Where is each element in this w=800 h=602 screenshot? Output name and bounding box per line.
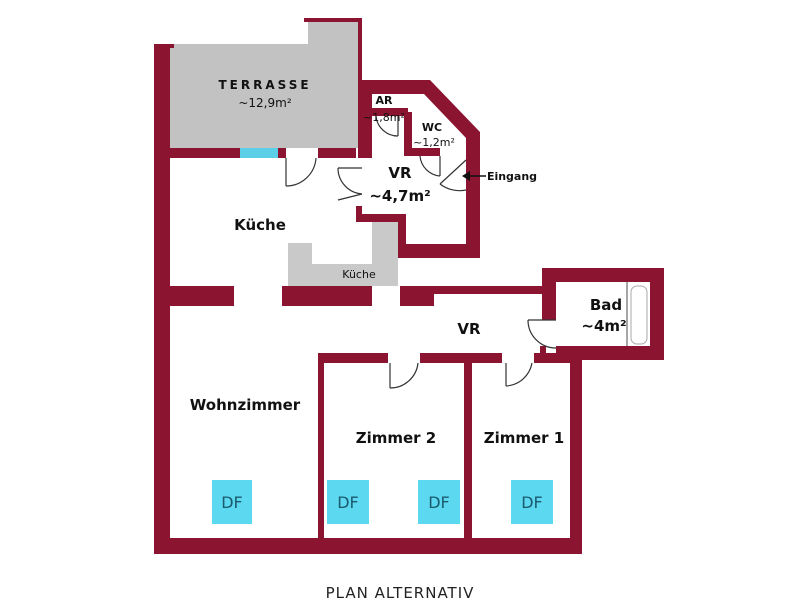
- wall-vr-bottom: [356, 214, 402, 222]
- label-vr-hall: VR: [457, 320, 481, 338]
- wall-mid-right: [400, 286, 434, 306]
- wall-ar-divider: [372, 108, 408, 116]
- skylight-zimmer1: DF: [511, 480, 553, 524]
- label-zimmer2: Zimmer 2: [356, 429, 437, 447]
- label-bad: Bad: [590, 296, 622, 314]
- svg-text:DF: DF: [221, 493, 243, 512]
- label-eingang: Eingang: [487, 170, 537, 183]
- area-wc: ~1,2m²: [413, 136, 455, 149]
- wall-kitchen-top-right: [318, 148, 356, 158]
- entrance-arrow-icon: [462, 171, 486, 181]
- label-wc: WC: [422, 121, 442, 134]
- area-bad: ~4m²: [581, 317, 626, 335]
- svg-text:DF: DF: [428, 493, 450, 512]
- wall-terrace-top-right: [304, 18, 362, 22]
- area-terrasse: ~12,9m²: [238, 96, 291, 110]
- wall-vr-bottom-right: [398, 214, 406, 258]
- wall-mid-center: [282, 286, 372, 306]
- label-kueche: Küche: [234, 216, 286, 234]
- window: [240, 148, 278, 158]
- wall-bad: [542, 268, 664, 360]
- skylight-wohnzimmer: DF: [212, 480, 252, 524]
- kitchen-counter: [288, 217, 398, 286]
- door-ar: [375, 115, 399, 137]
- door-bad: [527, 319, 557, 349]
- door-zimmer1: [505, 362, 533, 387]
- door-wc: [419, 155, 441, 177]
- wall-kitchen-top-left: [154, 148, 240, 158]
- wall-rooms-top-left: [318, 353, 388, 363]
- label-terrasse: TERRASSE: [218, 78, 311, 92]
- wall-wohn-zimmer2: [318, 353, 324, 543]
- wall-rooms-top-mid: [420, 353, 502, 363]
- wall-terrace-top: [154, 44, 174, 48]
- doors: [285, 115, 557, 389]
- wall-zimmer2-zimmer1: [464, 353, 472, 543]
- wall-wc-left: [404, 112, 412, 154]
- area-ar: ~1,8m²: [363, 111, 405, 124]
- plan-caption: PLAN ALTERNATIV: [325, 584, 475, 602]
- skylight-zimmer2-right: DF: [418, 480, 460, 524]
- door-zimmer2: [389, 362, 419, 389]
- label-kueche-counter: Küche: [342, 268, 376, 281]
- bathtub: [626, 279, 652, 351]
- label-ar: AR: [376, 94, 394, 107]
- skylight-zimmer2-left: DF: [327, 480, 369, 524]
- door-entrance: [439, 159, 467, 192]
- wall-rooms-top-right: [534, 353, 582, 363]
- door-terrace: [285, 157, 317, 187]
- area-vr-top: ~4,7m²: [369, 187, 430, 205]
- wall-mid-left: [154, 286, 234, 306]
- label-vr-top: VR: [388, 164, 412, 182]
- wall-hall-top: [430, 286, 542, 294]
- svg-text:DF: DF: [337, 493, 359, 512]
- wall-right-outer: [570, 353, 582, 554]
- terrace-floor: [170, 18, 360, 148]
- wall-wc-bottom: [404, 148, 440, 156]
- svg-text:DF: DF: [521, 493, 543, 512]
- label-zimmer1: Zimmer 1: [484, 429, 565, 447]
- door-vr-left: [337, 167, 363, 201]
- walls: [154, 18, 664, 554]
- wall-vr-right-lower: [466, 186, 480, 258]
- wall-bottom: [154, 538, 582, 554]
- wall-kitchen-top-mid: [278, 148, 286, 158]
- label-wohnzimmer: Wohnzimmer: [190, 396, 301, 414]
